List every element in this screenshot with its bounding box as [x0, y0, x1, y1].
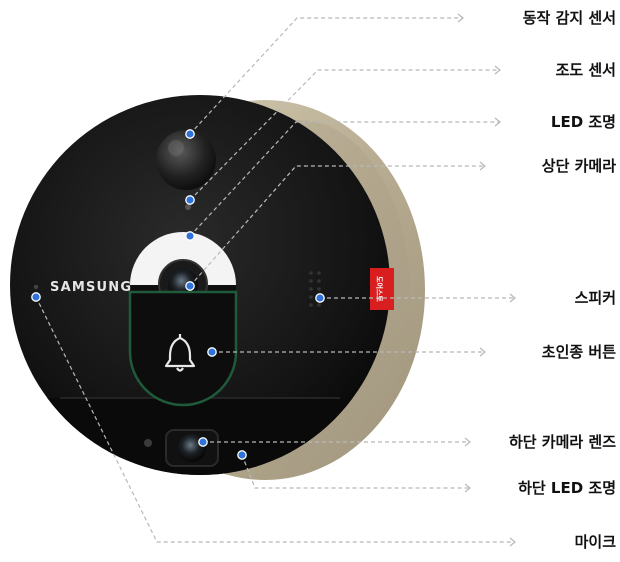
callout-dot: [31, 292, 41, 302]
callout-label: 동작 감지 센서: [522, 9, 616, 27]
callout-leader-line: [189, 121, 500, 237]
callout-dots: [31, 129, 325, 460]
callout-dot: [185, 231, 195, 241]
microphone-hole: [33, 284, 39, 290]
callout-dot: [185, 281, 195, 291]
callout-dot: [185, 129, 195, 139]
sticker-text: 도어스토: [375, 276, 384, 302]
light-sensor: [185, 204, 191, 210]
callout-arrowheads: [457, 13, 516, 547]
callout-label: 마이크: [574, 533, 616, 551]
bottom-led-left: [144, 439, 152, 447]
callout-dot: [207, 347, 217, 357]
chevron-right-icon: [494, 65, 501, 75]
motion-sensor: [156, 130, 216, 190]
callout-dot: [237, 450, 247, 460]
callout-dot: [315, 293, 325, 303]
callout-label: 하단 LED 조명: [518, 479, 616, 497]
callout-dot: [198, 437, 208, 447]
callout-label: 스피커: [574, 289, 616, 307]
bell-icon: [164, 334, 196, 372]
chevron-right-icon: [464, 483, 471, 493]
callout-dot: [185, 195, 195, 205]
chevron-right-icon: [464, 437, 471, 447]
chevron-right-icon: [457, 13, 464, 23]
callout-leader-line: [35, 296, 515, 543]
motion-sensor-highlight: [168, 140, 184, 156]
chevron-right-icon: [509, 537, 516, 547]
callout-label: 초인종 버튼: [541, 343, 616, 361]
bell-button-ring: [128, 290, 238, 407]
callout-label: 상단 카메라: [541, 157, 616, 175]
chevron-right-icon: [479, 161, 486, 171]
chevron-right-icon: [479, 347, 486, 357]
chevron-right-icon: [494, 117, 501, 127]
callout-leader-lines: [35, 17, 515, 543]
callout-label: 하단 카메라 렌즈: [508, 433, 616, 451]
chevron-right-icon: [509, 293, 516, 303]
callout-label: 조도 센서: [555, 61, 616, 79]
callout-leader-line: [189, 17, 463, 135]
callout-leader-line: [241, 454, 470, 489]
callout-label: LED 조명: [550, 113, 616, 131]
brand-logo: SAMSUNG: [50, 280, 132, 295]
callout-leader-line: [189, 69, 500, 201]
led-light-arc: [130, 232, 236, 285]
sticker-badge: [370, 268, 394, 310]
